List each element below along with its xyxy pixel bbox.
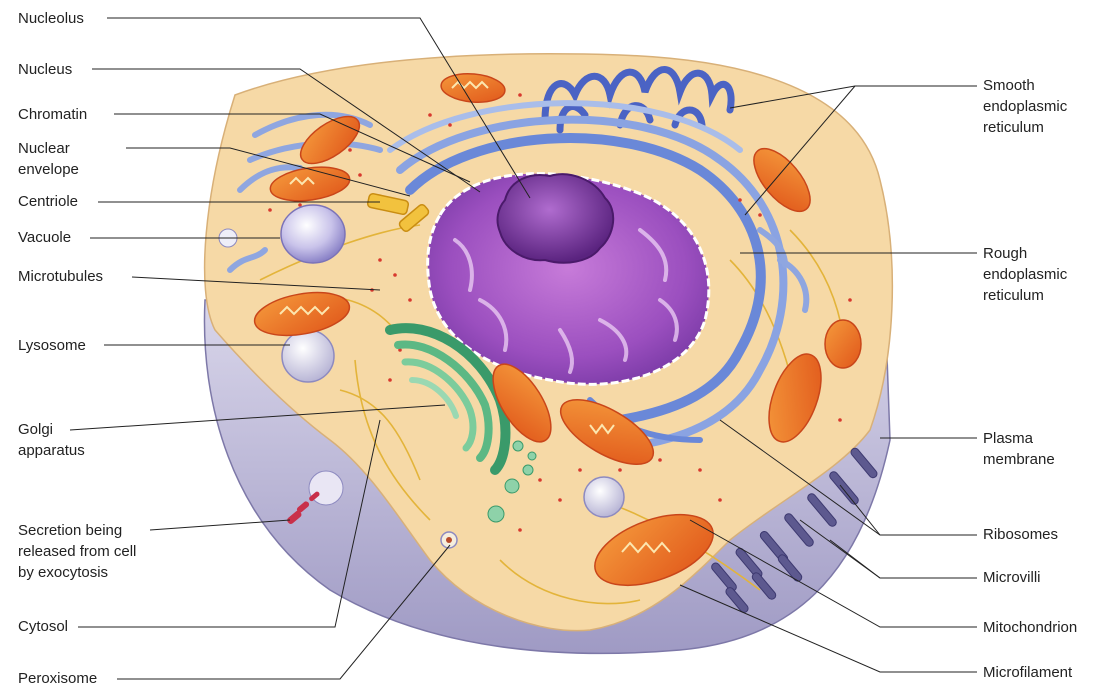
- label-nuclear-envelope-line2: envelope: [18, 160, 79, 180]
- label-microvilli: Microvilli: [983, 568, 1041, 588]
- label-rough-er-line1: Rough: [983, 244, 1027, 264]
- vesicle: [584, 477, 624, 517]
- label-secretion-line3: by exocytosis: [18, 563, 108, 583]
- label-golgi-line1: Golgi: [18, 420, 53, 440]
- label-plasma-membrane-line2: membrane: [983, 450, 1055, 470]
- label-smooth-er-line2: endoplasmic: [983, 97, 1067, 117]
- label-centriole: Centriole: [18, 192, 78, 212]
- label-microfilament: Microfilament: [983, 663, 1072, 683]
- label-chromatin: Chromatin: [18, 105, 87, 125]
- label-vacuole: Vacuole: [18, 228, 71, 248]
- label-smooth-er-line1: Smooth: [983, 76, 1035, 96]
- label-golgi-line2: apparatus: [18, 441, 85, 461]
- label-smooth-er-line3: reticulum: [983, 118, 1044, 138]
- label-cytosol: Cytosol: [18, 617, 68, 637]
- label-rough-er-line3: reticulum: [983, 286, 1044, 306]
- label-nucleolus: Nucleolus: [18, 9, 84, 29]
- nucleolus: [498, 174, 614, 262]
- label-nucleus: Nucleus: [18, 60, 72, 80]
- label-secretion-line1: Secretion being: [18, 521, 122, 541]
- vacuole: [281, 205, 345, 263]
- lysosome: [282, 330, 334, 382]
- label-rough-er-line2: endoplasmic: [983, 265, 1067, 285]
- label-ribosomes: Ribosomes: [983, 525, 1058, 545]
- label-plasma-membrane-line1: Plasma: [983, 429, 1033, 449]
- label-nuclear-envelope-line1: Nuclear: [18, 139, 70, 159]
- label-peroxisome: Peroxisome: [18, 669, 97, 689]
- label-mitochondrion: Mitochondrion: [983, 618, 1077, 638]
- label-microtubules: Microtubules: [18, 267, 103, 287]
- peroxisome-core: [446, 537, 452, 543]
- label-lysosome: Lysosome: [18, 336, 86, 356]
- label-secretion-line2: released from cell: [18, 542, 136, 562]
